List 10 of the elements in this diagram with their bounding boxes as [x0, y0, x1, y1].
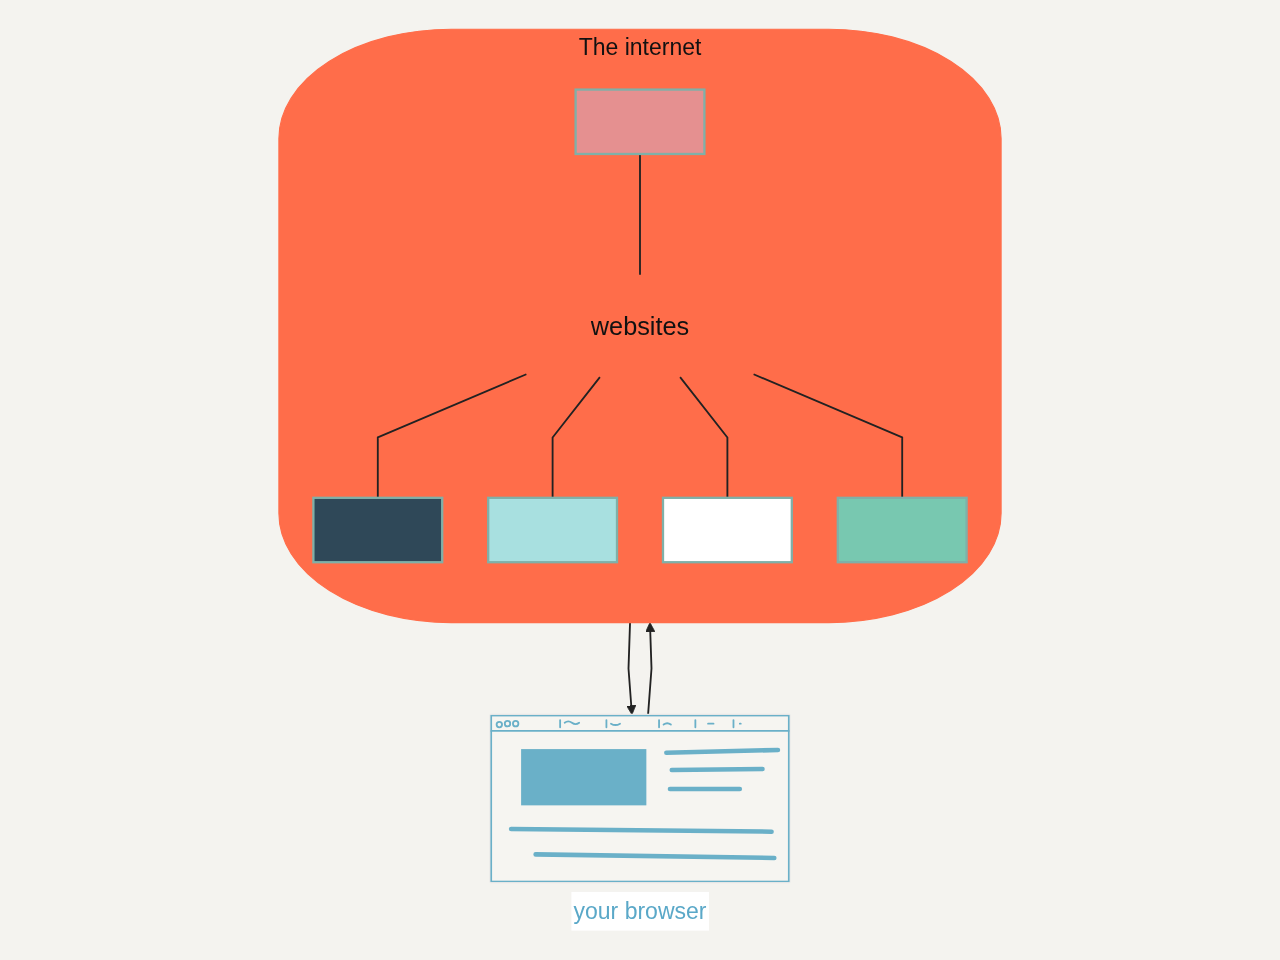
node-text: websites [590, 311, 690, 341]
node-box [836, 496, 968, 564]
node-box [661, 496, 793, 564]
node-label: your browser [573, 898, 707, 924]
node-box [574, 88, 706, 156]
node-box [312, 496, 444, 564]
arrow [626, 621, 637, 716]
node-box [487, 496, 619, 564]
connector [639, 153, 641, 276]
arrow [645, 622, 656, 716]
